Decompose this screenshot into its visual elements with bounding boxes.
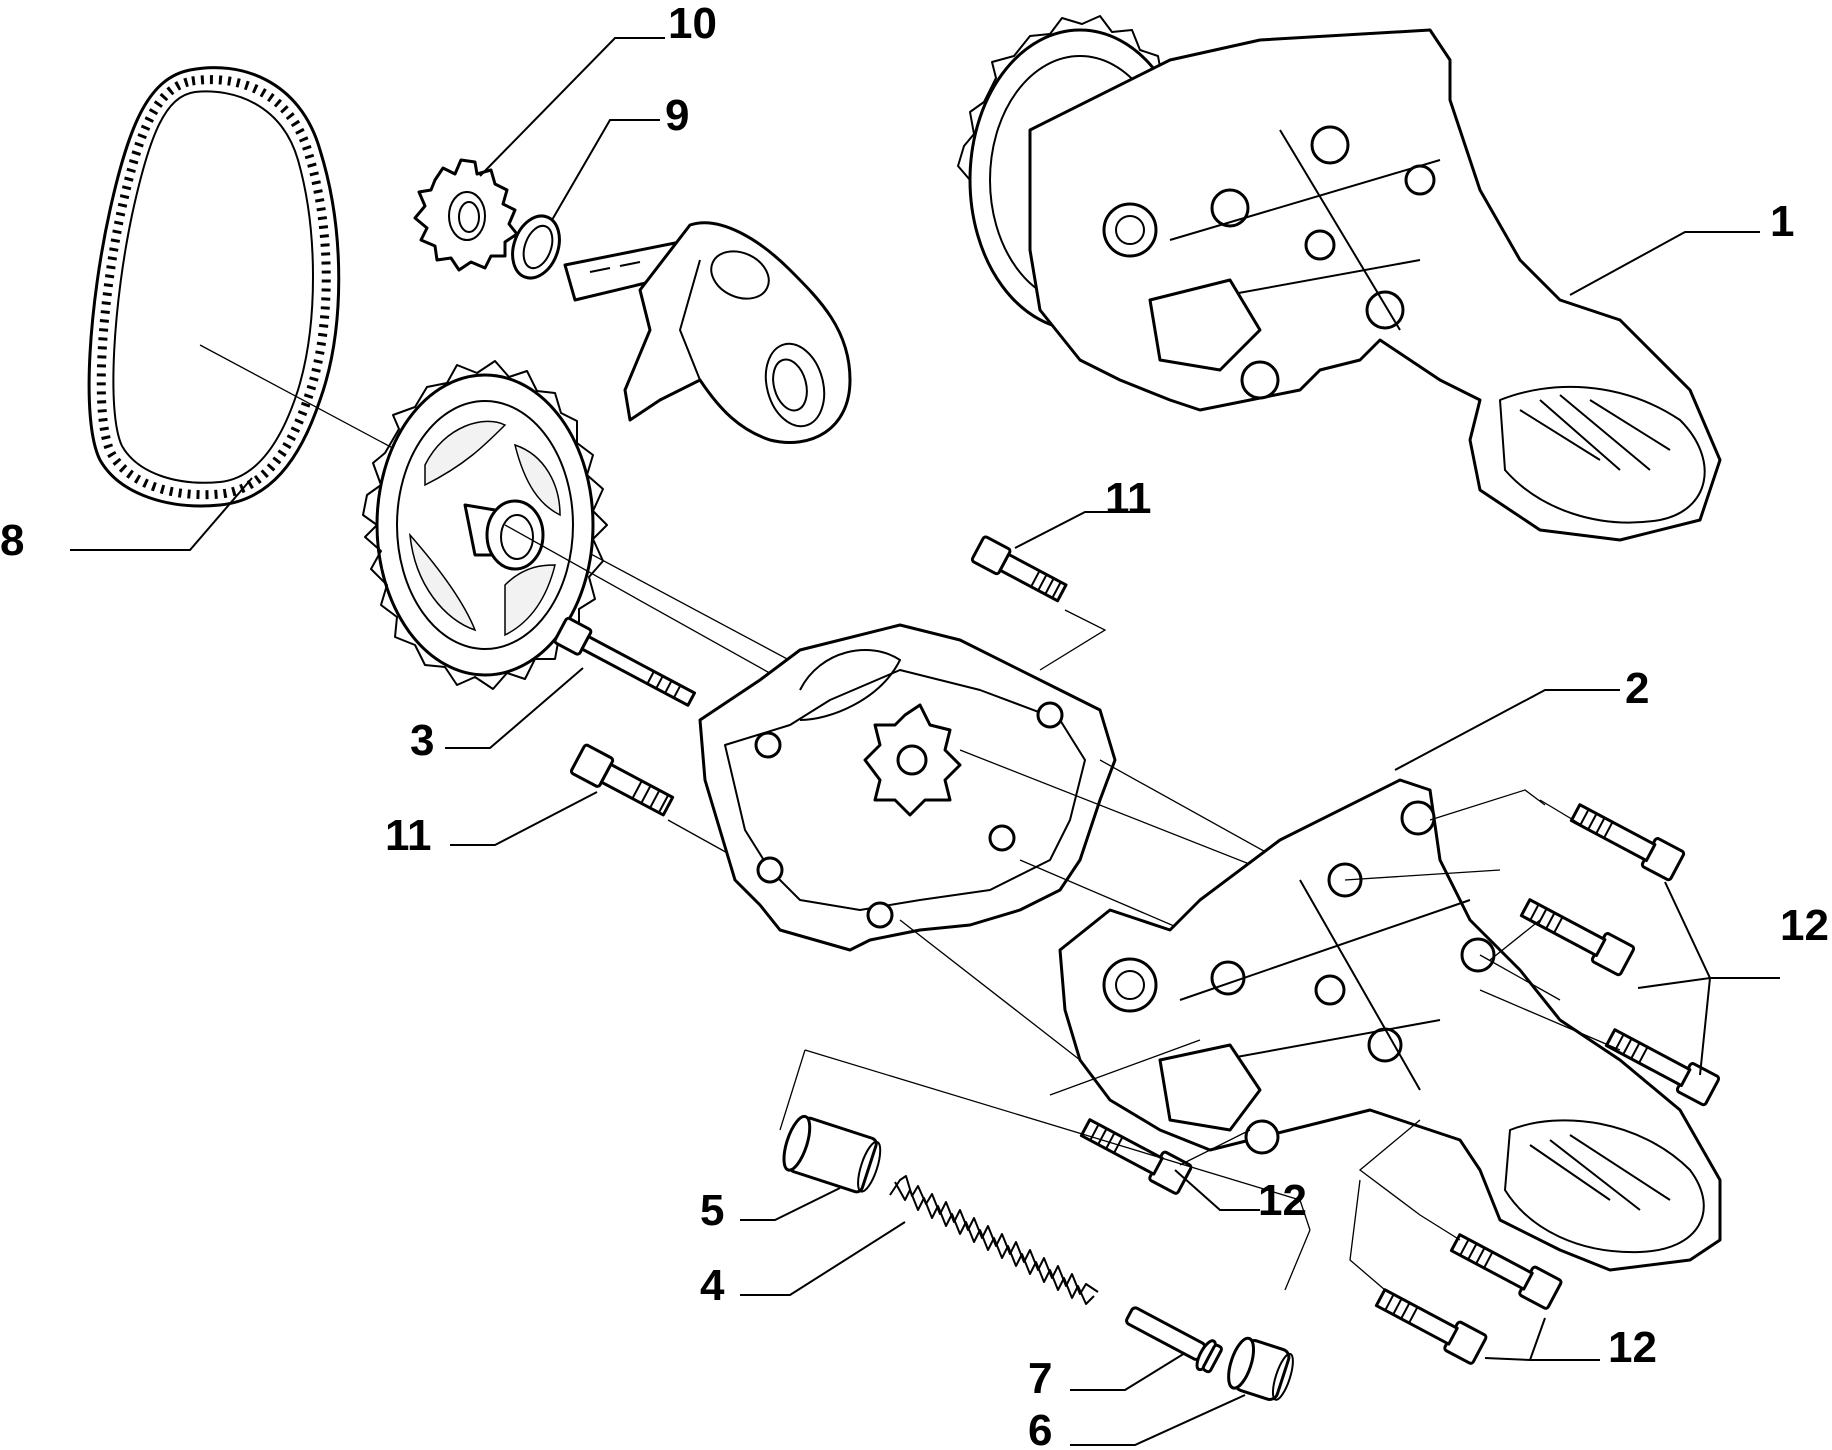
leader-line-6 (1070, 1394, 1246, 1446)
relief-valve-pin-part (1070, 1306, 1223, 1391)
driven-sprocket-part (362, 360, 801, 691)
leader-line-5 (740, 1187, 841, 1221)
bolt-11-lower-part (450, 743, 741, 861)
callout-2: 2 (1625, 664, 1649, 713)
leader-line-4 (740, 1221, 906, 1296)
callout-8: 8 (0, 516, 24, 565)
relief-valve-spring-part (740, 1175, 1099, 1305)
bolt-12-group-right-part (1479, 799, 1780, 1107)
bolt-11-upper-part (970, 511, 1135, 671)
bolt-12-bottom-pair-part (1349, 1119, 1600, 1365)
bolt-12-lower-left-part (1049, 1039, 1260, 1211)
callout-12-lower-left: 12 (1258, 1176, 1307, 1225)
callout-9: 9 (665, 91, 689, 140)
callout-12-bottom: 12 (1608, 1323, 1657, 1372)
leader-line-7 (1070, 1352, 1186, 1391)
relief-valve-plug-part (1070, 1336, 1294, 1446)
callout-6: 6 (1028, 1406, 1052, 1450)
callout-1: 1 (1770, 197, 1794, 246)
pump-cover-plate-reference (698, 623, 1291, 1061)
leader-line-10 (479, 37, 665, 177)
callout-12-right: 12 (1780, 901, 1829, 950)
leader-line-3 (445, 667, 584, 749)
oil-pump-assembly-part (957, 15, 1760, 542)
relief-valve-bracket (779, 1049, 1311, 1291)
crankshaft-gear-part (413, 37, 665, 272)
callout-10: 10 (668, 0, 717, 48)
crankshaft-reference (563, 221, 852, 444)
leader-line-2 (1394, 689, 1620, 771)
leader-line-12-bottom (1484, 1317, 1600, 1362)
callout-3: 3 (410, 716, 434, 765)
oil-seal-part (511, 119, 660, 280)
leader-line-11-upper (1014, 511, 1135, 549)
callout-11-lower: 11 (385, 811, 432, 860)
bolt-3-part (445, 616, 697, 749)
leader-line-8 (70, 477, 253, 551)
leader-line-9 (551, 119, 660, 221)
oil-pump-body-part (1058, 689, 1722, 1272)
callout-5: 5 (700, 1186, 724, 1235)
leader-line-12-right (1637, 881, 1780, 1076)
callout-7: 7 (1028, 1354, 1052, 1403)
relief-valve-plunger-part (740, 1114, 882, 1221)
callout-11-upper: 11 (1105, 474, 1152, 523)
leader-line-11-lower (450, 791, 598, 846)
callout-4: 4 (700, 1261, 725, 1310)
leader-line-12-lower-left (1174, 1169, 1260, 1211)
leader-line-1 (1569, 231, 1760, 296)
